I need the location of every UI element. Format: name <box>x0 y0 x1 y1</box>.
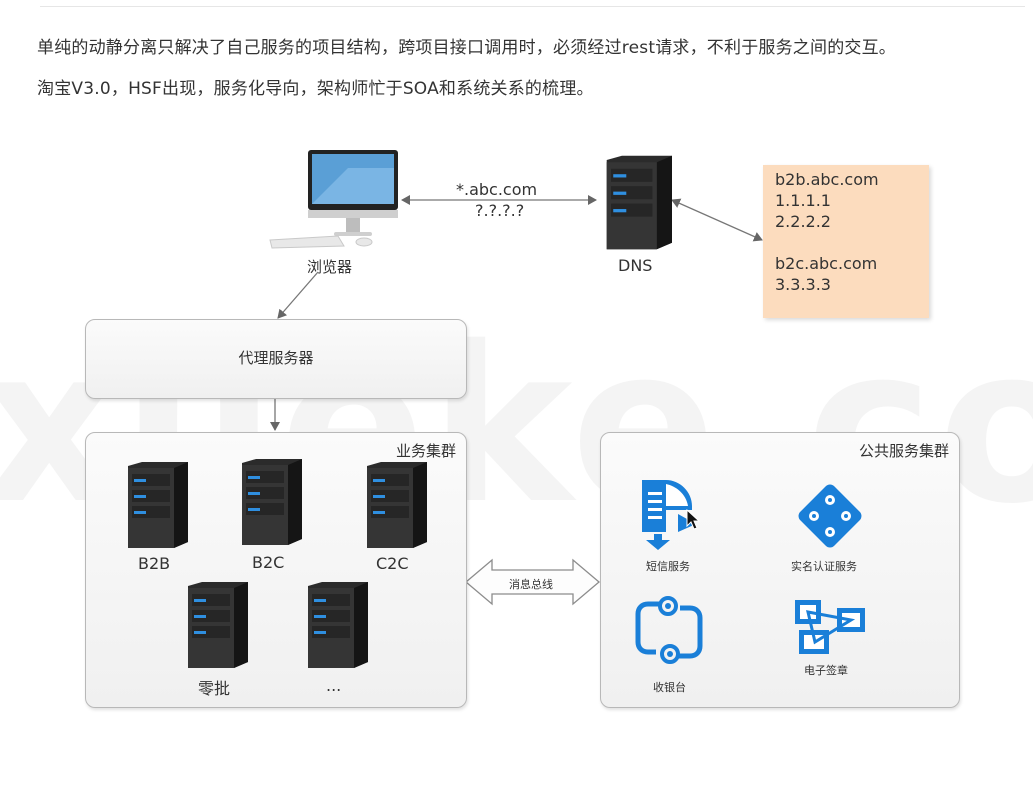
dns-record: 3.3.3.3 <box>775 275 831 294</box>
cashier-label: 收银台 <box>653 681 686 694</box>
paragraph-1: 单纯的动静分离只解决了自己服务的项目结构，跨项目接口调用时，必须经过rest请求… <box>37 38 896 58</box>
message-bus-label: 消息总线 <box>509 578 553 591</box>
public-services-cluster-title: 公共服务集群 <box>858 442 949 460</box>
dns-record: b2c.abc.com <box>775 254 878 273</box>
server-label-b2c: B2C <box>252 553 285 572</box>
identity-verification-label: 实名认证服务 <box>791 560 857 573</box>
request-domain-label: *.abc.com <box>456 180 538 199</box>
server-c2c-icon <box>367 462 427 548</box>
browser-computer-icon <box>269 150 398 249</box>
sms-service-label: 短信服务 <box>646 560 690 573</box>
cashier-icon <box>635 596 703 664</box>
e-signature-icon <box>795 600 865 654</box>
browser-proxy-arrow <box>277 271 319 319</box>
proxy-server-label: 代理服务器 <box>238 349 314 367</box>
top-divider <box>40 6 1025 7</box>
mouse-cursor-icon <box>686 509 700 530</box>
dns-record <box>775 232 929 253</box>
dns-records-card: b2b.abc.com 1.1.1.1 2.2.2.2 b2c.abc.com … <box>763 165 929 318</box>
proxy-server-box: 代理服务器 <box>85 319 467 399</box>
paragraph-2: 淘宝V3.0，HSF出现，服务化导向，架构师忙于SOA和系统关系的梳理。 <box>37 79 594 99</box>
message-bus-arrow <box>464 558 601 606</box>
server-b2b-icon <box>128 462 188 548</box>
dns-record: b2b.abc.com <box>775 170 879 189</box>
dns-records-arrow <box>671 198 763 242</box>
server-b2c-icon <box>242 459 302 545</box>
server-label-c2c: C2C <box>376 554 409 573</box>
dns-label: DNS <box>618 256 653 275</box>
server-label-b2b: B2B <box>138 554 171 573</box>
request-ip-label: ?.?.?.? <box>475 201 525 220</box>
browser-label: 浏览器 <box>307 258 353 276</box>
server-label-more: ... <box>326 676 342 695</box>
e-signature-label: 电子签章 <box>804 664 848 677</box>
public-services-cluster-box: 公共服务集群 <box>600 432 960 708</box>
identity-verification-icon <box>798 484 862 548</box>
server-more-icon <box>308 582 368 668</box>
business-cluster-title: 业务集群 <box>395 442 456 460</box>
dns-record: 1.1.1.1 <box>775 191 831 210</box>
dns-record: 2.2.2.2 <box>775 212 831 231</box>
dns-server-icon <box>606 155 672 250</box>
server-label-retail: 零批 <box>198 679 231 698</box>
server-retail-icon <box>188 582 248 668</box>
